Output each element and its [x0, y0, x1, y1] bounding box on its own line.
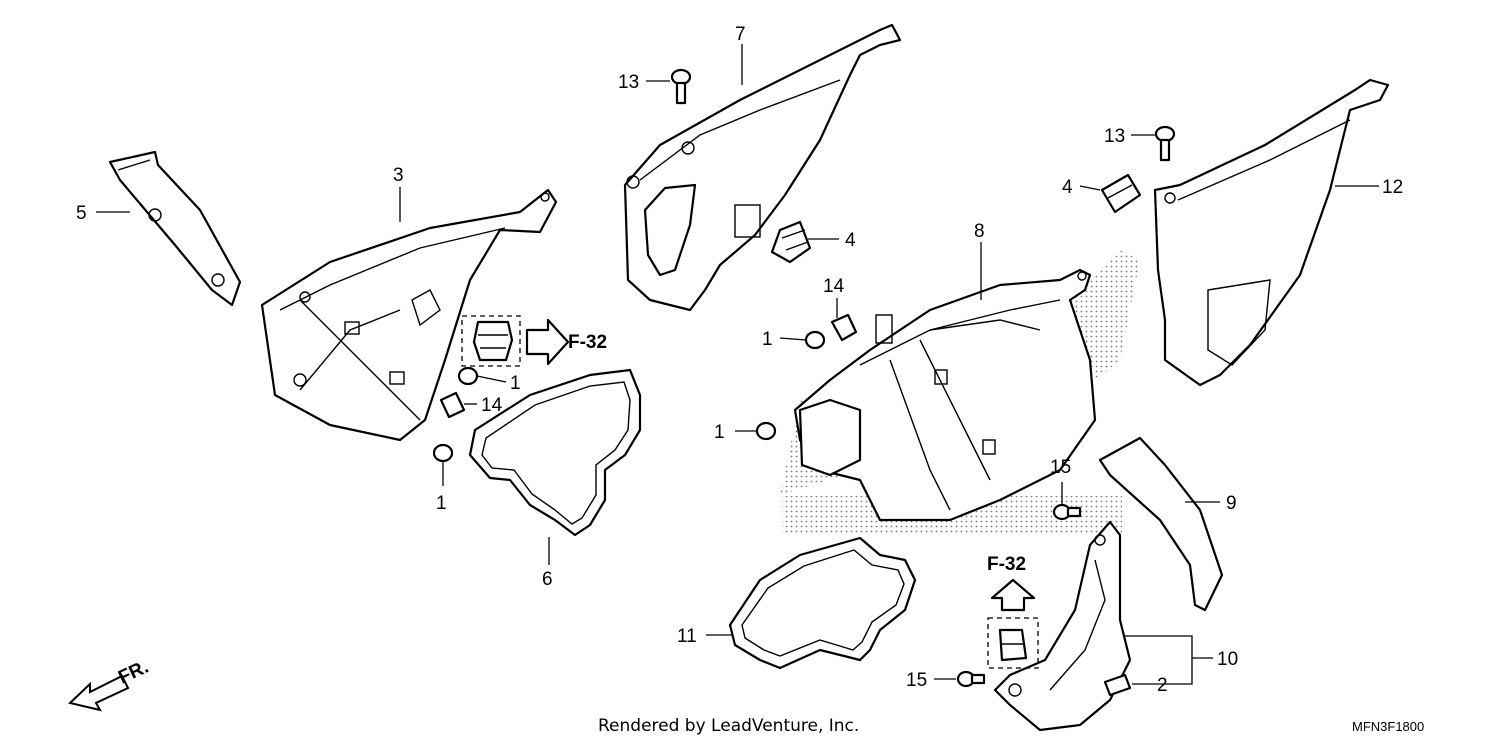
part-3-left-side-cover — [260, 188, 558, 442]
part-7-upper-cover — [623, 23, 902, 312]
callout-14-left: 14 — [481, 395, 503, 416]
grommet-ref-group-lower: F-32 — [987, 554, 1039, 669]
callout-1-left-lower: 1 — [436, 493, 447, 514]
part-4-grommet-center — [770, 220, 812, 264]
grommet-ref-group-upper: F-32 — [461, 315, 607, 367]
part-10-lower-cover — [993, 520, 1132, 732]
leader-lines — [96, 44, 1379, 685]
ref-f32-lower: F-32 — [987, 554, 1026, 575]
front-arrow-icon — [67, 674, 130, 712]
part-14-clip-left — [439, 391, 466, 419]
part-12-right-side-cover — [1153, 78, 1390, 387]
callout-8: 8 — [974, 221, 985, 242]
callout-9: 9 — [1226, 493, 1237, 514]
callouts: 5 3 7 13 4 14 8 1 1 1 14 1 6 13 12 4 9 1… — [76, 24, 1403, 696]
part-15-screw-b — [956, 670, 986, 688]
part-14-clip-center — [830, 313, 858, 342]
part-13-bolt-left — [670, 68, 692, 105]
callout-7: 7 — [735, 24, 746, 45]
callout-13-right: 13 — [1104, 126, 1125, 147]
part-15-screw-a — [1052, 503, 1082, 521]
diagram-code: MFN3F1800 — [1352, 719, 1424, 734]
part-8-center-cover — [793, 268, 1097, 522]
callout-1-left-upper: 1 — [510, 373, 521, 394]
callout-1-center-lower: 1 — [714, 422, 725, 443]
part-11-gasket — [728, 536, 917, 670]
callout-15-lower: 15 — [906, 670, 927, 691]
part-4-grommet-right — [1100, 173, 1142, 214]
callout-14-center: 14 — [823, 276, 845, 297]
callout-4-right: 4 — [1062, 177, 1073, 198]
callout-3: 3 — [393, 165, 404, 186]
callout-5: 5 — [76, 203, 87, 224]
callout-12: 12 — [1382, 177, 1403, 198]
callout-11: 11 — [677, 626, 697, 647]
callout-1-center-upper: 1 — [762, 329, 773, 350]
callout-2: 2 — [1157, 675, 1168, 696]
part-9-strip — [1098, 436, 1224, 612]
front-direction-indicator: FR. — [67, 657, 152, 712]
callout-13-left: 13 — [618, 72, 639, 93]
part-1-bolt-a — [457, 366, 479, 386]
part-1-bolt-d — [755, 421, 777, 441]
callout-4-center: 4 — [845, 230, 856, 251]
part-5-bracket — [108, 150, 242, 307]
ref-f32-upper: F-32 — [568, 332, 607, 353]
part-6-gasket — [468, 368, 642, 537]
part-1-bolt-c — [804, 330, 826, 350]
part-1-bolt-b — [432, 443, 454, 463]
callout-6: 6 — [542, 569, 553, 590]
part-13-bolt-right — [1154, 125, 1176, 162]
callout-15-upper: 15 — [1050, 457, 1071, 478]
callout-10: 10 — [1217, 649, 1238, 670]
credit-text: Rendered by LeadVenture, Inc. — [598, 716, 859, 736]
